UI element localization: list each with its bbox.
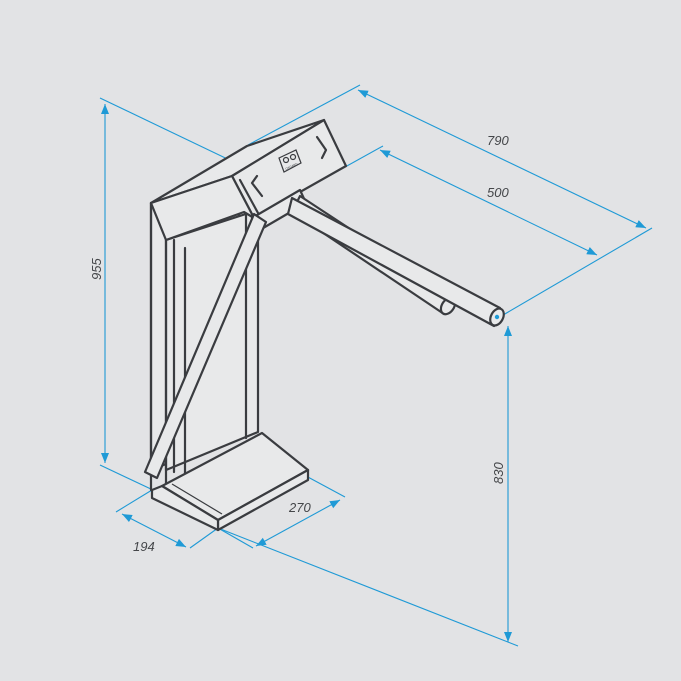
label-arm-height: 830 — [491, 462, 506, 484]
reader-icon-right — [289, 153, 297, 161]
right-indicator-icon — [315, 135, 328, 160]
housing-bevel — [238, 178, 260, 215]
label-base-width: 194 — [133, 539, 155, 554]
label-height: 955 — [89, 258, 104, 280]
ext-line-base-left — [115, 489, 153, 513]
dim-total-length-line — [357, 89, 647, 229]
dim-arm-length-line — [379, 149, 598, 256]
rotor-arm-down — [143, 212, 268, 480]
turnstile-body: OXGARD — [143, 118, 505, 532]
ext-line-top-left — [99, 97, 241, 166]
ext-line-bottom-left — [99, 464, 154, 491]
dim-base-depth-line — [255, 499, 341, 547]
label-base-depth: 270 — [288, 500, 311, 515]
label-arm-length: 500 — [487, 185, 509, 200]
dim-base-width-line — [121, 513, 187, 548]
rotor-arm-front — [286, 196, 505, 328]
ext-line-base-front — [189, 527, 219, 549]
ext-line-base-depth — [217, 527, 254, 549]
card-reader: OXGARD — [278, 149, 302, 173]
housing-side — [149, 174, 256, 242]
logo-text: OXGARD — [285, 161, 299, 170]
base-plate-side — [150, 484, 220, 532]
ext-line-floor — [217, 527, 519, 647]
ext-line-top-total — [247, 84, 361, 146]
base-plate-groove — [171, 483, 223, 515]
dimension-labels: 790 500 955 830 194 270 — [89, 133, 509, 554]
reader-icon-left — [282, 156, 290, 164]
reader-plate — [278, 149, 302, 173]
arm-end-marker — [494, 314, 500, 320]
rotor-arm-front-shaft — [286, 196, 502, 328]
ext-line-arm-end — [497, 227, 653, 319]
label-total-length: 790 — [487, 133, 509, 148]
left-indicator-icon — [250, 174, 264, 198]
ext-line-base-right — [305, 475, 346, 498]
